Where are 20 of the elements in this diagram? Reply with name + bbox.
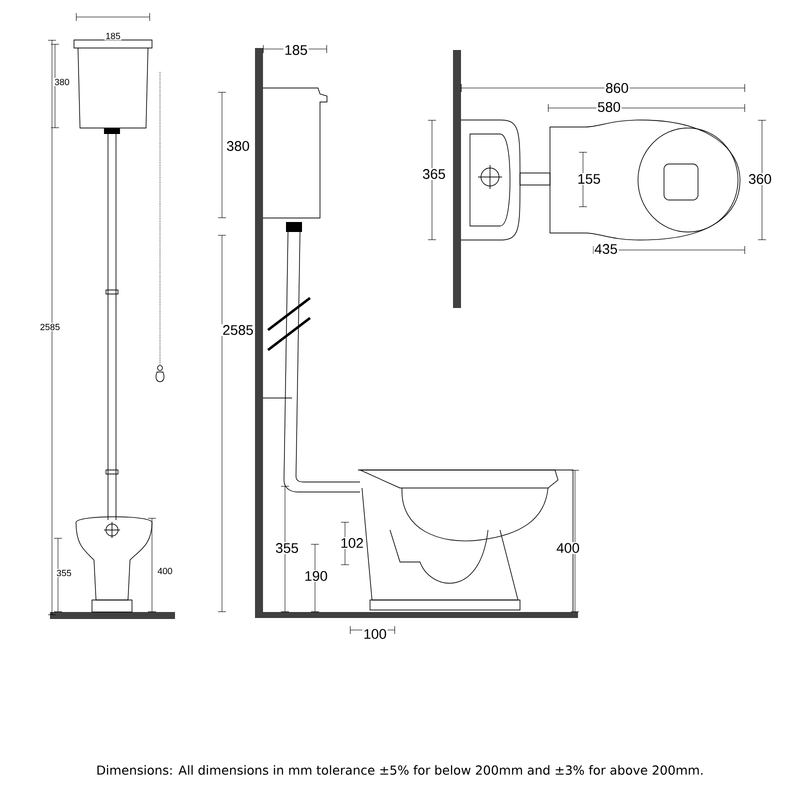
- dimension-label: 185: [283, 44, 309, 56]
- dimension-label: 355: [56, 568, 72, 578]
- dimension-label: 380: [225, 140, 251, 152]
- dimension-label: 360: [747, 173, 773, 185]
- dimension-label: 2585: [39, 322, 61, 332]
- dimension-label: 580: [596, 101, 622, 113]
- dimension-label: 185: [104, 32, 122, 40]
- dimension-label: 400: [555, 542, 581, 554]
- dimension-label: 355: [274, 542, 300, 554]
- dimension-label: 365: [421, 168, 447, 180]
- dimension-label: 860: [604, 82, 630, 94]
- dimension-label: 435: [593, 243, 619, 255]
- dimension-label: 155: [576, 173, 602, 185]
- dimension-label: 2585: [221, 324, 255, 336]
- caption-text: Dimensions: All dimensions in mm tolerance ±5% for below 200mm and ±3% for above 200mm.: [97, 765, 702, 775]
- dimension-label: 190: [303, 570, 329, 582]
- dimension-label: 380: [54, 78, 70, 86]
- dimension-label: 400: [156, 566, 174, 576]
- dimension-label: 100: [362, 628, 388, 640]
- dimension-label: 102: [339, 537, 365, 549]
